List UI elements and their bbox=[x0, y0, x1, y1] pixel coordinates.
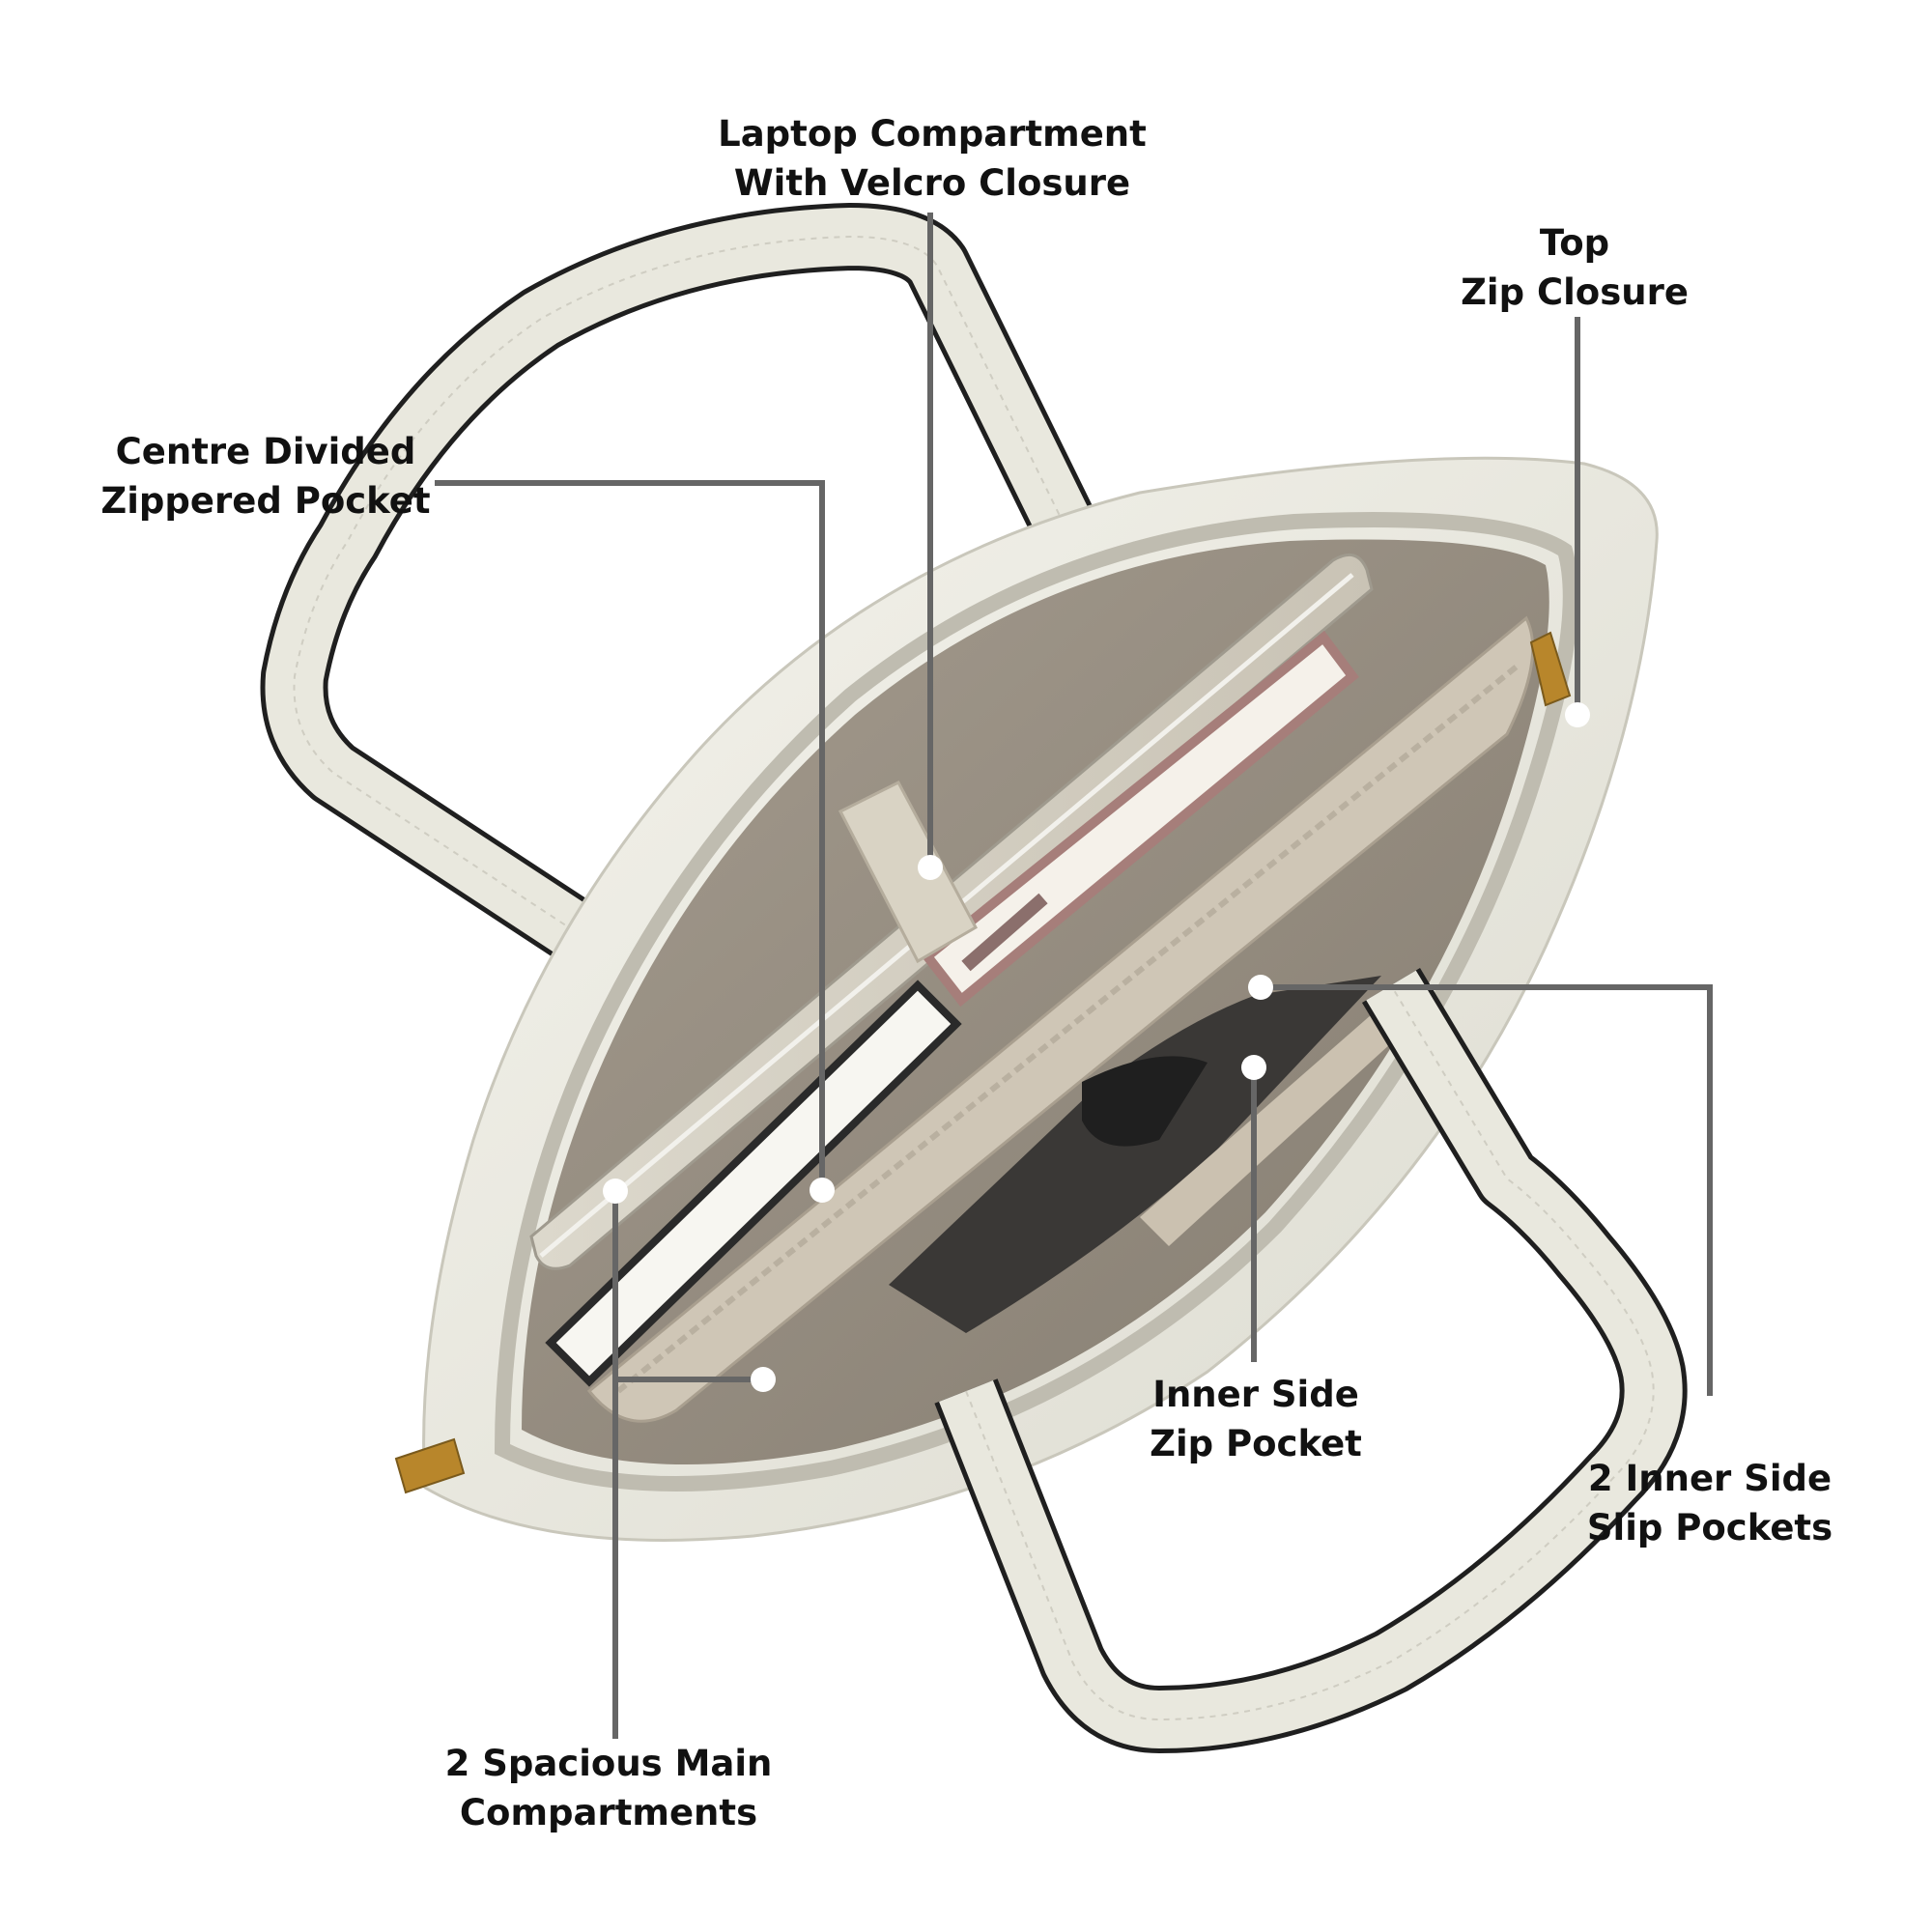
callout-inner-side-slip-pockets: 2 Inner Side Slip Pockets bbox=[1560, 1454, 1860, 1552]
dot-top-zip bbox=[1565, 702, 1590, 727]
leader-slip bbox=[1261, 984, 1713, 1396]
callout-inner-zip-line1: Inner Side bbox=[1152, 1374, 1359, 1415]
dot-main-1 bbox=[603, 1179, 628, 1204]
dot-laptop bbox=[918, 855, 943, 880]
notebook-pink bbox=[921, 630, 1359, 1008]
callout-main-line1: 2 Spacious Main bbox=[444, 1743, 773, 1784]
callout-inner-zip-line2: Zip Pocket bbox=[1150, 1423, 1362, 1464]
callout-centre-line2: Zippered Pocket bbox=[100, 480, 431, 522]
notebook-white bbox=[545, 980, 962, 1387]
callout-centre-divided-pocket: Centre Divided Zippered Pocket bbox=[77, 427, 454, 526]
callout-main-line2: Compartments bbox=[459, 1792, 758, 1833]
dot-slip bbox=[1248, 975, 1273, 1000]
callout-laptop-line2: With Velcro Closure bbox=[733, 162, 1131, 204]
dot-inner-zip bbox=[1241, 1055, 1266, 1080]
callout-slip-line1: 2 Inner Side bbox=[1587, 1458, 1833, 1499]
dot-main-2 bbox=[751, 1367, 776, 1392]
callout-laptop-compartment: Laptop Compartment With Velcro Closure bbox=[696, 109, 1169, 208]
leader-centre bbox=[435, 480, 825, 1190]
dot-centre bbox=[810, 1178, 835, 1203]
zipper-pull-top bbox=[1529, 631, 1572, 707]
velcro-strap bbox=[838, 781, 979, 964]
callout-top-zip-line2: Zip Closure bbox=[1461, 271, 1689, 313]
callout-spacious-main-compartments: 2 Spacious Main Compartments bbox=[425, 1739, 792, 1837]
callout-inner-side-zip-pocket: Inner Side Zip Pocket bbox=[1111, 1370, 1401, 1468]
callout-top-zip-closure: Top Zip Closure bbox=[1420, 218, 1729, 317]
callout-slip-line2: Slip Pockets bbox=[1586, 1507, 1833, 1548]
callout-centre-line1: Centre Divided bbox=[115, 431, 416, 472]
zipper-pull-bottom bbox=[394, 1437, 466, 1494]
callout-top-zip-line1: Top bbox=[1539, 222, 1610, 264]
callout-laptop-line1: Laptop Compartment bbox=[718, 113, 1147, 155]
